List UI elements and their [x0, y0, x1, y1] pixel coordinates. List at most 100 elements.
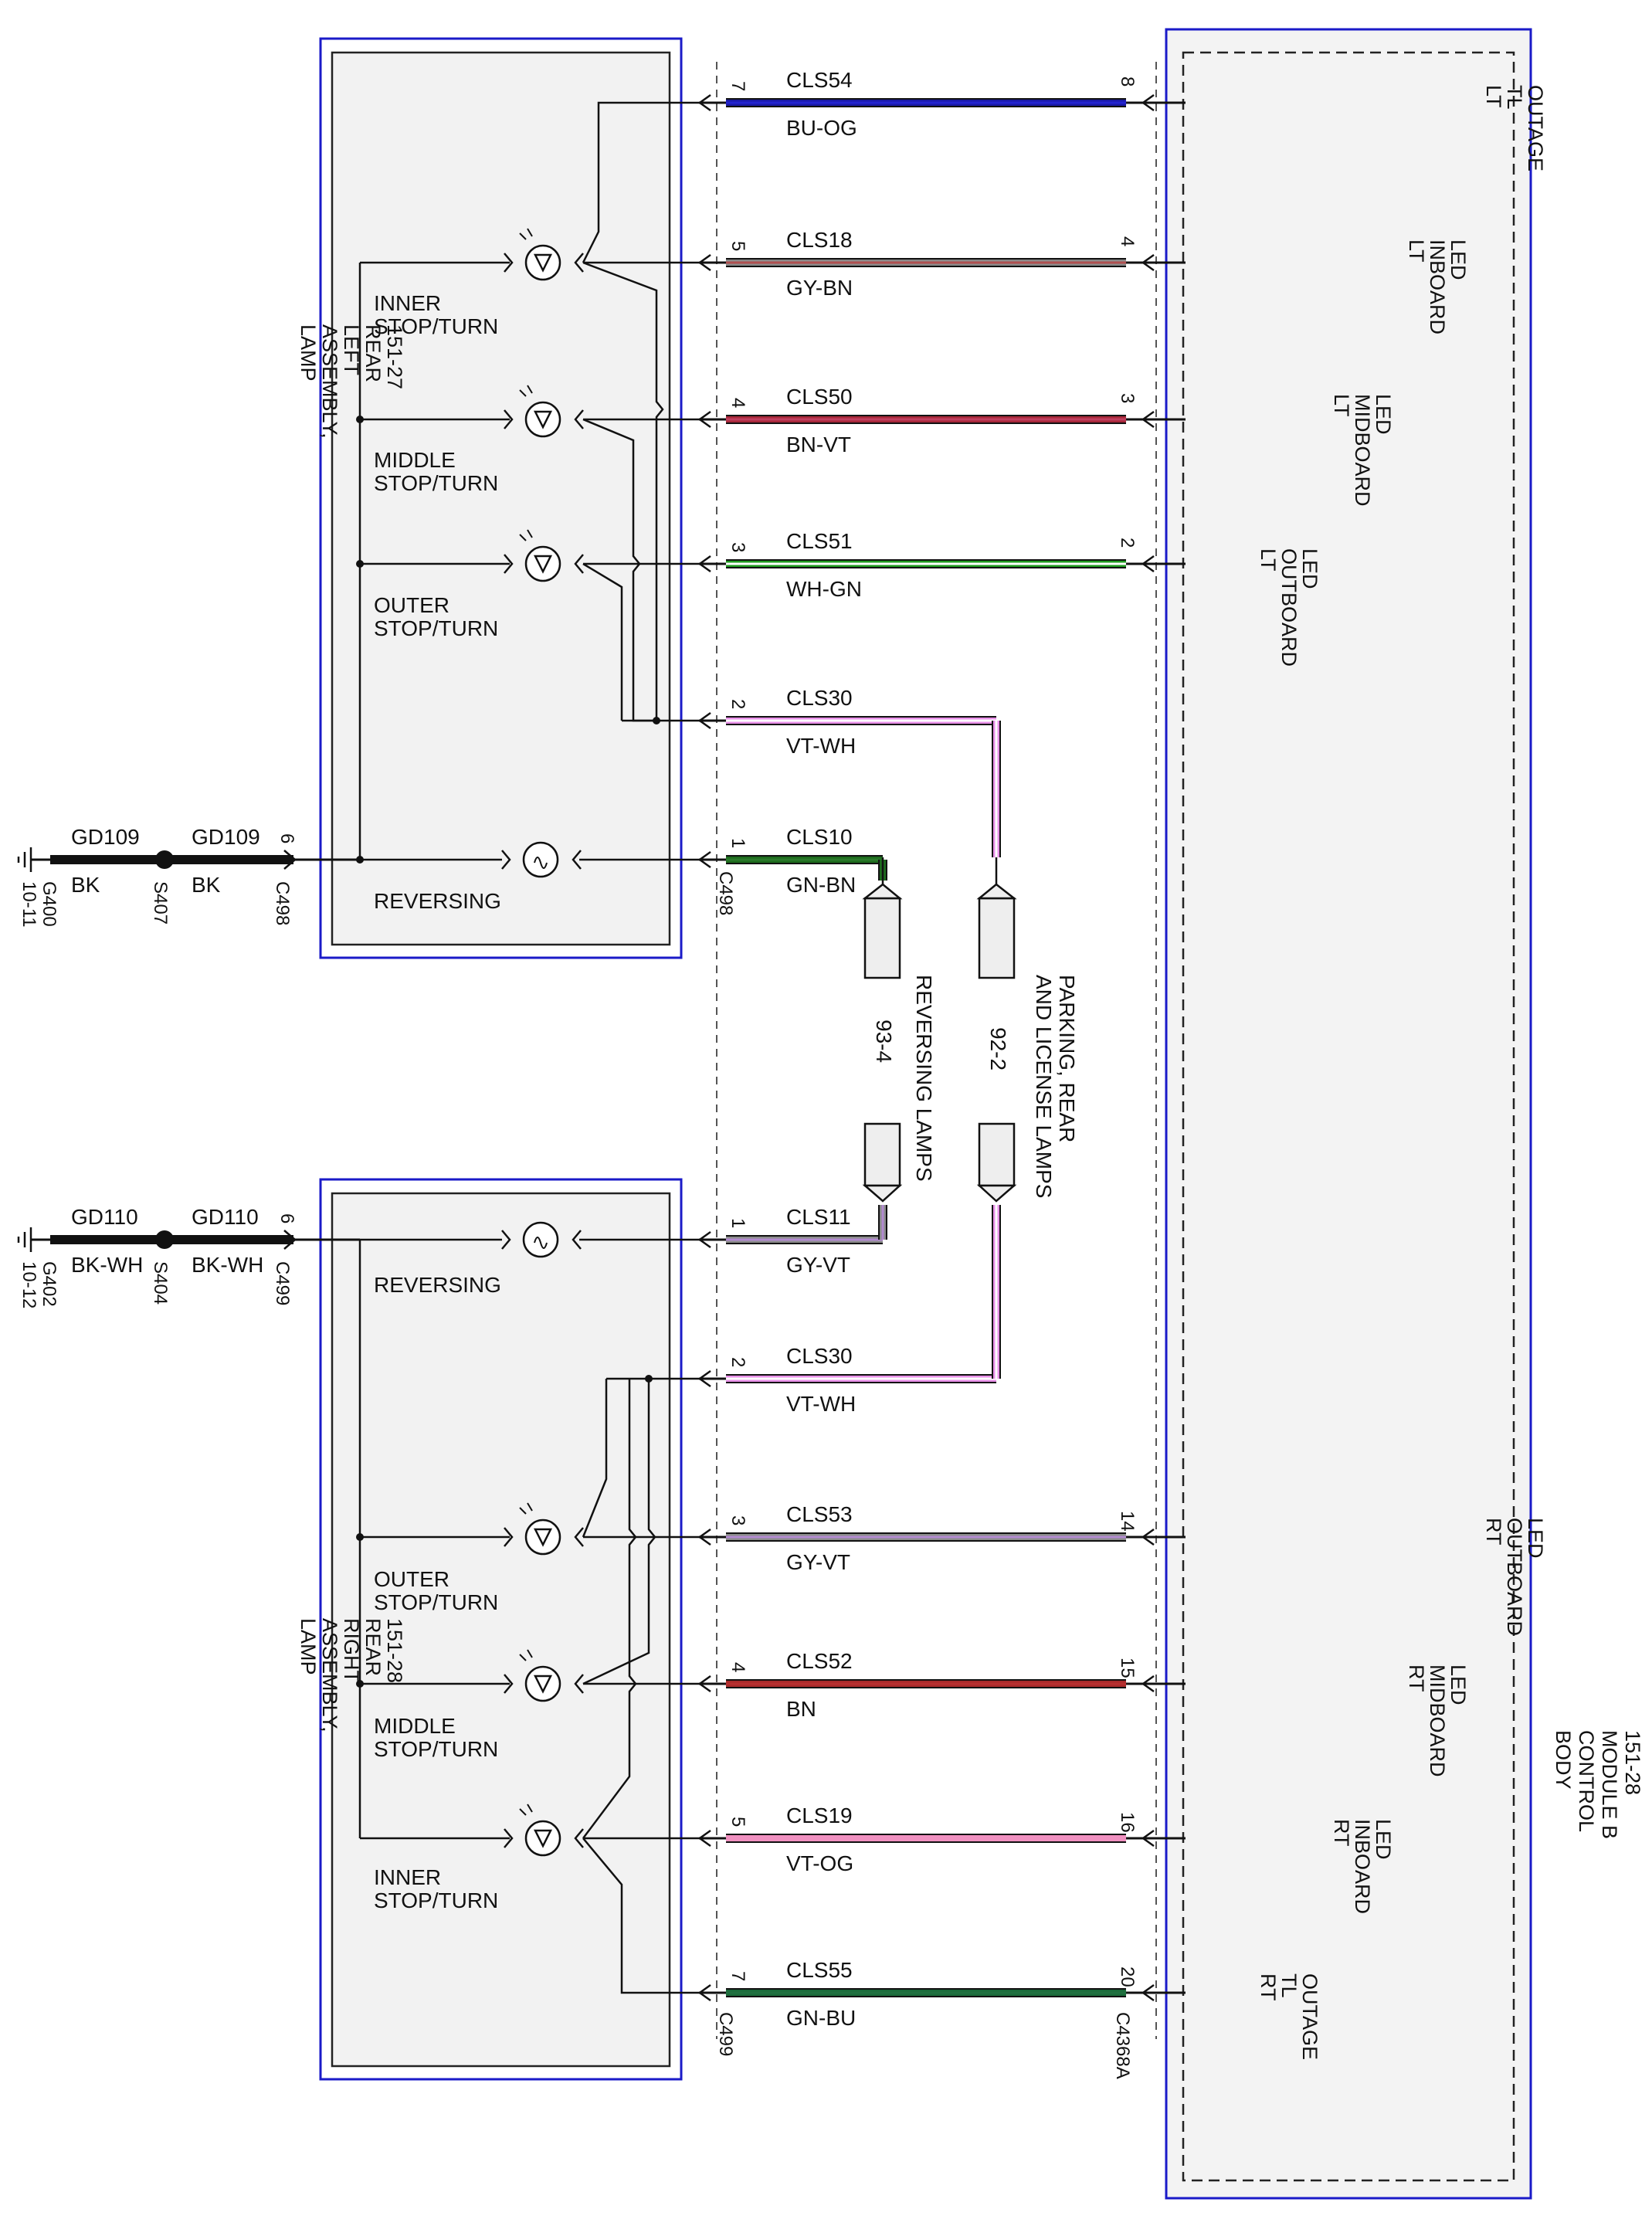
bcm-pin-arrow-icon [1141, 410, 1155, 429]
wire-color-label: GY-VT [786, 1550, 850, 1574]
circuit-label: CLS51 [786, 529, 853, 553]
function-label: INNER [374, 291, 441, 315]
led-lamp-icon [504, 529, 584, 582]
wire-color-label: VT-OG [786, 1851, 853, 1875]
function-label: STOP/TURN [374, 471, 498, 495]
function-label: MIDDLE [374, 448, 456, 472]
bcm-pin-arrow-icon [1141, 1528, 1155, 1546]
bcm-function-label-line: LED [1447, 239, 1470, 280]
wire-color-label: BK [192, 873, 221, 897]
bcm-pin-number: 14 [1117, 1511, 1138, 1532]
circuit-label: CLS54 [786, 68, 853, 92]
lamp-pin-number: 2 [728, 1357, 748, 1367]
lamp-pin-arrow-icon [697, 1230, 711, 1249]
right-internal-wiring [358, 1238, 699, 1994]
right-lamp-label-line: 151-28 [383, 1618, 406, 1683]
wire-color-label: GY-BN [786, 276, 853, 300]
right-lamp-label-line: ASSEMBLY, [318, 1618, 341, 1732]
bcm-pin-arrow-icon [1141, 253, 1155, 272]
led-lamp-icon [504, 228, 584, 281]
lamp-pin-number: 7 [728, 1971, 748, 1981]
lamp-pin-number: 7 [728, 81, 748, 91]
lamp-pin-arrow-icon [697, 253, 711, 272]
bcm-function-label-line: TL [1277, 1973, 1301, 1998]
ground-arrow-icon [283, 850, 297, 870]
wire-color-label: GY-VT [786, 1253, 850, 1277]
circuit-label: CLS55 [786, 1958, 853, 1982]
function-label: OUTER [374, 1567, 449, 1591]
led-lamp-icon [504, 1502, 584, 1556]
wire-color-label: BN [786, 1697, 816, 1721]
offpage-parking: 92-2 PARKING, REAR AND LICENSE LAMPS [976, 857, 1079, 1203]
right-lamp-label-line: REAR [361, 1618, 385, 1676]
bcm-function-label-line: OUTAGE [1524, 85, 1547, 171]
lamp-pin-arrow-icon [697, 1829, 711, 1848]
splice-label: S404 [150, 1261, 171, 1305]
offpage-connector-icon [978, 1122, 1016, 1187]
connector-label: C498 [272, 881, 293, 925]
junction-dot [645, 1375, 653, 1383]
left-lamp-label-line: REAR [361, 324, 385, 382]
bcm-pin-number: 3 [1117, 393, 1138, 403]
lamp-pin-arrow-icon [697, 1369, 711, 1388]
bcm-pin-number: 2 [1117, 538, 1138, 548]
wire-color-label: BK [71, 873, 100, 897]
bcm-function-label-line: MIDBOARD [1426, 1664, 1449, 1777]
bcm-label-line: CONTROL [1575, 1730, 1598, 1832]
bcm-pin-number: 8 [1117, 76, 1138, 87]
right-lamp-label-line: LAMP [297, 1618, 320, 1675]
ground-ref: 10-12 [19, 1261, 39, 1308]
lamp-pin-number: 5 [728, 241, 748, 251]
circuit-label: CLS10 [786, 825, 853, 849]
grounds-layer: GD109BKGD109BKS407G40010-116C498GD110BK-… [17, 825, 360, 1308]
circuit-label: GD109 [192, 825, 260, 849]
lamp-pin-arrow-icon [697, 410, 711, 429]
offpage-connector-icon [863, 897, 901, 979]
lamp-pin-number: 4 [728, 1662, 748, 1672]
lamp-pin-arrow-icon [697, 1675, 711, 1693]
bulb-icon [501, 841, 582, 878]
bcm-pin-arrow-icon [1141, 555, 1155, 573]
left-lamp-label-line: ASSEMBLY, [318, 324, 341, 439]
function-label: STOP/TURN [374, 1590, 498, 1614]
bcm-function-label-line: LT [1405, 239, 1428, 263]
bcm-inner-dashed [1182, 51, 1515, 2182]
function-label: MIDDLE [374, 1714, 456, 1738]
left-lamp-label-line: LAMP [297, 324, 320, 382]
lamp-pin-arrow-icon [697, 93, 711, 112]
connector-label: C4368A [1112, 2012, 1133, 2079]
connector-label: C499 [272, 1261, 293, 1305]
bcm-pin-arrow-icon [1141, 1983, 1155, 2002]
ground-ref: 10-11 [19, 881, 39, 928]
bcm-function-label-line: LED [1372, 1819, 1395, 1860]
function-label: STOP/TURN [374, 616, 498, 640]
junction-dot [356, 1680, 364, 1688]
bcm-function-label-line: OUTAGE [1298, 1973, 1321, 2060]
left-lamp-label-line: 151-27 [383, 324, 406, 389]
wire-color-label: BU-OG [786, 116, 857, 140]
lamp-pin-arrow-icon [697, 850, 711, 869]
bcm-function-label-line: RT [1405, 1664, 1428, 1692]
wire-color-label: BK-WH [71, 1253, 143, 1277]
bcm-function-label-line: LT [1330, 394, 1353, 417]
lamp-pin-arrow-icon [697, 1528, 711, 1546]
led-lamp-icon [504, 1804, 584, 1857]
function-label: REVERSING [374, 889, 501, 913]
bcm-label: BODY CONTROL MODULE B 151-28 [1552, 1730, 1644, 1839]
function-label: STOP/TURN [374, 1888, 498, 1912]
connector-c498-label: C498 [715, 871, 736, 915]
